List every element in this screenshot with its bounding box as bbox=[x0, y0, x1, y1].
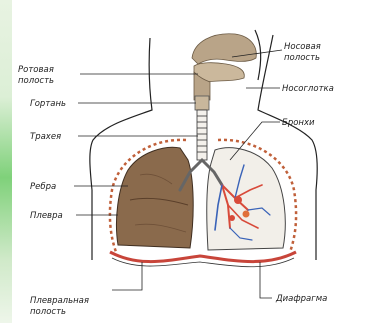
label-pleural-cavity-line1: Плевральная bbox=[30, 296, 89, 306]
label-larynx: Гортань bbox=[30, 99, 66, 109]
trachea-tube bbox=[197, 110, 207, 160]
label-bronchi: Бронхи bbox=[282, 118, 315, 128]
label-pleura: Плевра bbox=[30, 211, 63, 221]
label-nasal-cavity-line1: Носовая bbox=[284, 42, 321, 52]
label-nasopharynx: Носоглотка bbox=[282, 84, 334, 94]
diaphragm-muscle bbox=[110, 252, 296, 267]
label-ribs: Ребра bbox=[30, 182, 56, 192]
left-lung bbox=[116, 147, 193, 248]
label-nasal-cavity-line2: полость bbox=[284, 53, 320, 63]
label-diaphragm: Диафрагма bbox=[275, 294, 327, 304]
label-trachea: Трахея bbox=[30, 132, 61, 142]
label-oral-cavity-line2: полость bbox=[18, 76, 54, 86]
upper-airway bbox=[192, 34, 256, 110]
label-pleural-cavity-line2: полость bbox=[30, 307, 66, 317]
label-oral-cavity-line1: Ротовая bbox=[18, 65, 54, 75]
